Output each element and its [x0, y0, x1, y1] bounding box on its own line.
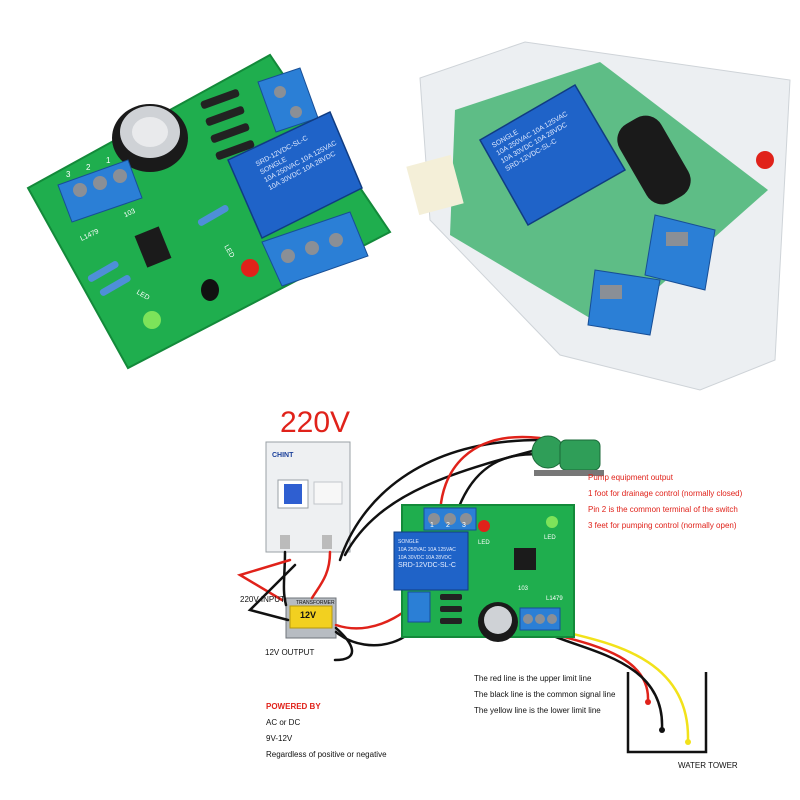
board-relay-ac: 10A 250VAC 10A 125VAC: [398, 547, 456, 553]
breaker-brand: CHINT: [272, 452, 294, 459]
relay-left: [227, 110, 363, 240]
terminal-block-left: [57, 159, 143, 223]
board-relay-brand: SONGLE: [398, 539, 419, 545]
board-silk-led-1: LED: [478, 540, 490, 546]
terminal-block-bottom: [261, 211, 369, 287]
pump-notes: Pump equipment output 1 foot for drainag…: [588, 470, 742, 534]
led-red: [241, 259, 259, 277]
board-silk-103: 103: [518, 586, 529, 592]
relay-right: [478, 83, 627, 227]
diodes: [200, 89, 255, 160]
terminal-blocks-right: [587, 214, 716, 336]
transformer: [285, 597, 337, 639]
water-tower: [626, 672, 708, 754]
board-relay-dc: 10A 30VDC 10A 28VDC: [398, 555, 452, 561]
output-label: 12V OUTPUT: [265, 648, 315, 657]
pump: [531, 435, 604, 476]
legend-black: The black line is the common signal line: [474, 690, 616, 699]
transformer-voltage: 12V: [300, 610, 317, 620]
powered-by-title: POWERED BY: [266, 702, 321, 711]
terminal-num-2: 2: [86, 163, 91, 172]
capacitor: [112, 104, 188, 172]
powered-by-line2: 9V-12V: [266, 734, 293, 743]
pump-notes-line2: Pin 2 is the common terminal of the swit…: [588, 505, 738, 514]
terminal-num-3: 3: [66, 170, 71, 179]
input-label: 220V INPUT: [240, 595, 285, 604]
powered-by-line3: Regardless of positive or negative: [266, 750, 387, 759]
powered-by-line1: AC or DC: [266, 718, 301, 727]
board-silk-led-2: LED: [544, 535, 556, 541]
terminal-num-d3: 3: [462, 522, 466, 529]
ic-chip: [134, 226, 172, 268]
board-diagram: [393, 504, 575, 642]
transistor: [201, 279, 219, 301]
led-red-right: [756, 151, 774, 169]
board-silk-l1479: L1479: [546, 596, 563, 602]
terminal-num-d1: 1: [430, 522, 434, 529]
pump-notes-line3: 3 feet for pumping control (normally ope…: [588, 521, 737, 530]
water-tower-label: WATER TOWER: [678, 761, 738, 770]
terminal-num-1: 1: [106, 156, 111, 165]
transformer-label: TRANSFORMER: [296, 600, 335, 606]
legend-red: The red line is the upper limit line: [474, 674, 592, 683]
terminal-num-d2: 2: [446, 522, 450, 529]
circuit-breaker: [265, 441, 351, 553]
board-relay-text: SONGLE 10A 250VAC 10A 125VAC 10A 30VDC 1…: [398, 538, 456, 570]
lines-legend: The red line is the upper limit line The…: [474, 671, 615, 719]
led-green: [143, 311, 161, 329]
resistors: [87, 205, 229, 296]
pump-notes-title: Pump equipment output: [588, 473, 673, 482]
capacitor-right: [617, 115, 691, 205]
voltage-title: 220V: [280, 406, 351, 439]
paper-label: [406, 154, 464, 216]
powered-by-block: POWERED BY AC or DC 9V-12V Regardless of…: [266, 699, 387, 763]
pump-notes-line1: 1 foot for drainage control (normally cl…: [588, 489, 743, 498]
legend-yellow: The yellow line is the lower limit line: [474, 706, 601, 715]
board-relay-model: SRD-12VDC-SL-C: [398, 562, 456, 569]
